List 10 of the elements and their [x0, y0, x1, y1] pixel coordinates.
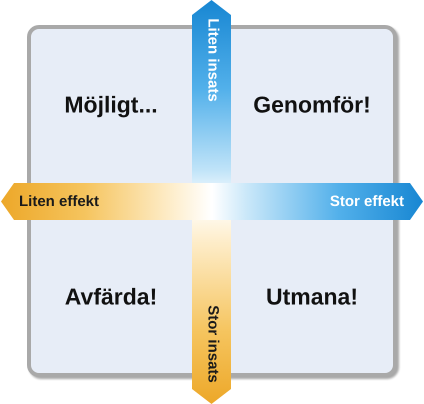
quadrant-label: Möjligt... — [64, 92, 158, 118]
axis-label: Stor effekt — [330, 193, 404, 210]
double-arrow — [1, 183, 423, 220]
axis-label: Stor insats — [203, 305, 220, 383]
axis-label: Liten insats — [203, 18, 220, 102]
quadrant-label: Genomför! — [253, 92, 371, 118]
axis-label: Liten effekt — [19, 193, 100, 210]
quadrant-label: Utmana! — [266, 284, 358, 310]
double-arrow — [192, 0, 231, 404]
quadrant-label: Avfärda! — [64, 284, 158, 310]
